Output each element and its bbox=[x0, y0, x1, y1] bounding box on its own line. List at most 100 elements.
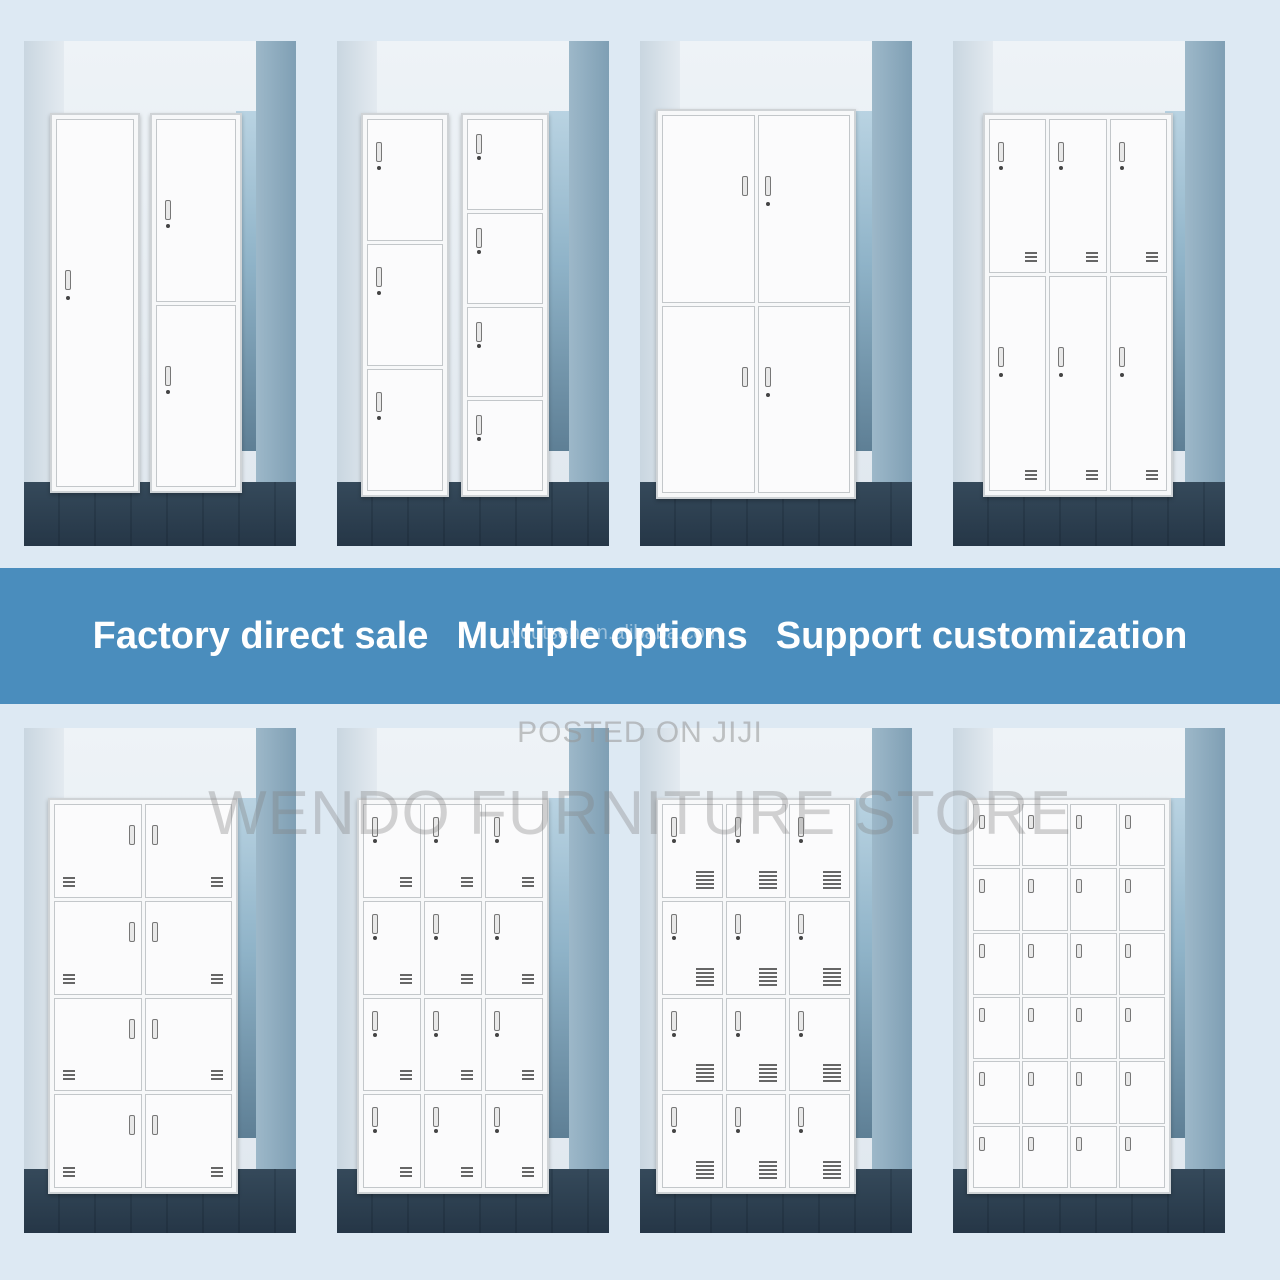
locker-door bbox=[662, 804, 723, 898]
locker-door bbox=[485, 997, 543, 1092]
locker-door bbox=[156, 304, 236, 487]
locker-door bbox=[662, 1094, 723, 1188]
locker-door bbox=[1118, 1061, 1165, 1124]
locker-door bbox=[363, 804, 421, 898]
locker-door bbox=[1021, 804, 1068, 867]
product-photo-6 bbox=[337, 728, 609, 1233]
locker-door bbox=[662, 997, 723, 1092]
locker-door bbox=[789, 804, 850, 898]
watermark-posted: POSTED ON JIJI bbox=[517, 716, 763, 749]
locker-door bbox=[1070, 804, 1117, 867]
locker-door bbox=[367, 119, 443, 241]
locker-door bbox=[973, 932, 1020, 995]
locker-door bbox=[725, 1094, 787, 1188]
locker-door bbox=[1049, 275, 1107, 491]
locker-door bbox=[1021, 996, 1068, 1060]
locker-door bbox=[485, 900, 543, 995]
locker-door bbox=[424, 1094, 482, 1188]
locker-door bbox=[467, 306, 543, 398]
locker-door bbox=[973, 996, 1020, 1060]
locker-door bbox=[467, 400, 543, 491]
locker-door bbox=[662, 305, 755, 493]
locker-door bbox=[1070, 1061, 1117, 1124]
product-photo-4 bbox=[953, 41, 1225, 546]
locker-cabinet bbox=[461, 113, 549, 497]
locker-door bbox=[973, 1125, 1020, 1188]
locker-cabinet bbox=[656, 109, 856, 499]
watermark-store: WENDO FURNITURE STORE bbox=[208, 779, 1072, 848]
locker-door bbox=[1021, 1061, 1068, 1124]
locker-cabinet bbox=[150, 113, 242, 493]
locker-door bbox=[757, 305, 850, 493]
locker-cabinet bbox=[983, 113, 1173, 497]
locker-door bbox=[789, 1094, 850, 1188]
product-photo-1 bbox=[24, 41, 296, 546]
locker-door bbox=[367, 244, 443, 366]
locker-door bbox=[662, 115, 755, 303]
locker-door bbox=[144, 804, 232, 898]
locker-door bbox=[485, 1094, 543, 1188]
locker-cabinet bbox=[967, 798, 1171, 1194]
locker-cabinet bbox=[48, 798, 238, 1194]
locker-door bbox=[1021, 932, 1068, 995]
slogan-factory-direct: Factory direct sale bbox=[92, 614, 429, 657]
locker-door bbox=[725, 997, 787, 1092]
locker-door bbox=[54, 1094, 142, 1188]
slogan-customization: Support customization bbox=[775, 614, 1188, 657]
locker-door bbox=[789, 997, 850, 1092]
locker-door bbox=[1049, 119, 1107, 273]
slogan-multiple-options: Multiple options bbox=[456, 614, 748, 657]
locker-door bbox=[1021, 868, 1068, 931]
locker-door bbox=[1070, 996, 1117, 1060]
locker-door bbox=[1118, 932, 1165, 995]
locker-door bbox=[56, 119, 134, 487]
locker-door bbox=[989, 119, 1047, 273]
locker-cabinet bbox=[357, 798, 549, 1194]
locker-door bbox=[1118, 996, 1165, 1060]
locker-door bbox=[1109, 275, 1167, 491]
product-photo-3 bbox=[640, 41, 912, 546]
locker-door bbox=[973, 1061, 1020, 1124]
watermark-url: youtsen.en.alibaba.com bbox=[510, 622, 722, 644]
locker-door bbox=[973, 804, 1020, 867]
locker-door bbox=[363, 1094, 421, 1188]
locker-door bbox=[144, 997, 232, 1092]
product-photo-7 bbox=[640, 728, 912, 1233]
locker-door bbox=[725, 804, 787, 898]
locker-door bbox=[467, 212, 543, 304]
locker-door bbox=[144, 1094, 232, 1188]
slogan-banner: Factory direct sale Multiple options Sup… bbox=[0, 568, 1280, 704]
locker-door bbox=[144, 900, 232, 995]
locker-cabinet bbox=[656, 798, 856, 1194]
locker-door bbox=[1070, 868, 1117, 931]
locker-door bbox=[1118, 804, 1165, 867]
locker-door bbox=[789, 900, 850, 995]
locker-door bbox=[424, 804, 482, 898]
locker-door bbox=[662, 900, 723, 995]
locker-door bbox=[485, 804, 543, 898]
locker-door bbox=[424, 997, 482, 1092]
locker-door bbox=[725, 900, 787, 995]
locker-door bbox=[156, 119, 236, 302]
locker-cabinet bbox=[50, 113, 140, 493]
locker-door bbox=[1070, 932, 1117, 995]
locker-door bbox=[1070, 1125, 1117, 1188]
locker-door bbox=[467, 119, 543, 210]
locker-door bbox=[363, 997, 421, 1092]
locker-door bbox=[54, 900, 142, 995]
locker-door bbox=[424, 900, 482, 995]
locker-door bbox=[54, 997, 142, 1092]
locker-door bbox=[54, 804, 142, 898]
locker-door bbox=[757, 115, 850, 303]
locker-door bbox=[1118, 868, 1165, 931]
locker-door bbox=[1109, 119, 1167, 273]
product-photo-8 bbox=[953, 728, 1225, 1233]
locker-door bbox=[363, 900, 421, 995]
locker-door bbox=[973, 868, 1020, 931]
locker-door bbox=[1021, 1125, 1068, 1188]
locker-door bbox=[1118, 1125, 1165, 1188]
product-photo-2 bbox=[337, 41, 609, 546]
locker-door bbox=[989, 275, 1047, 491]
locker-door bbox=[367, 369, 443, 491]
product-photo-5 bbox=[24, 728, 296, 1233]
